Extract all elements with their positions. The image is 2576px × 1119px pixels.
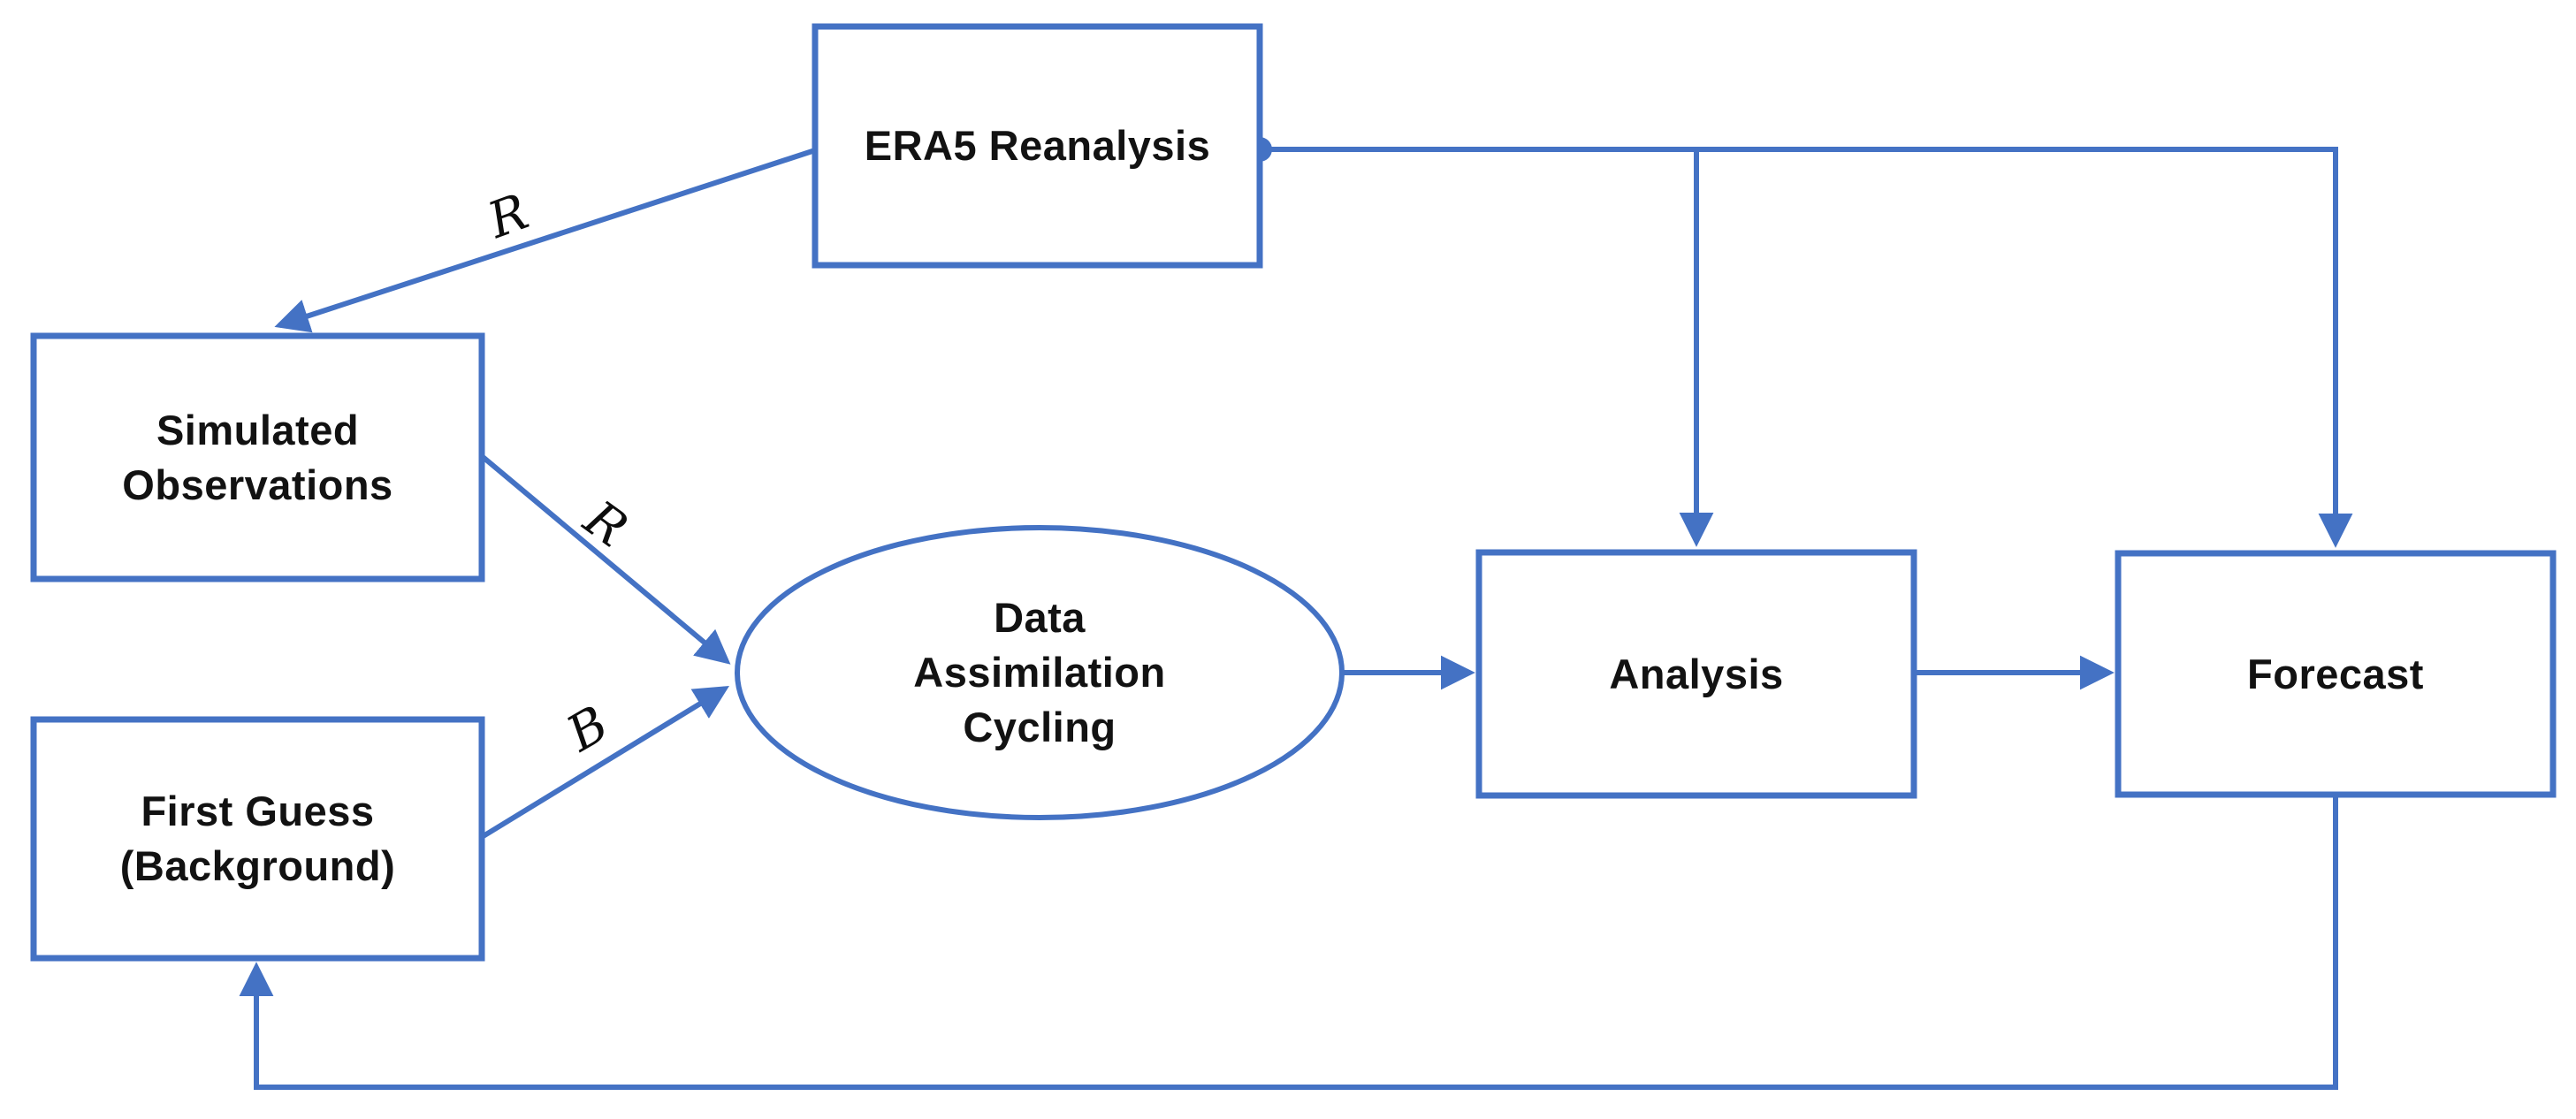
node-cycling-line1: Data	[994, 594, 1086, 641]
node-forecast-box	[2115, 550, 2557, 798]
edge-era5-to-simulated-observations	[274, 148, 816, 333]
edge-simulated-observations-to-cycling	[480, 453, 731, 665]
node-analysis-box	[1475, 549, 1917, 799]
node-era5-box	[812, 23, 1263, 269]
node-simulated-observations-box	[30, 332, 485, 582]
node-data-assimilation-cycling-label: Data Assimilation Cycling	[737, 528, 1342, 818]
node-simulated-observations-line1: Simulated	[156, 406, 360, 453]
node-cycling-line3: Cycling	[963, 704, 1117, 750]
node-first-guess-line2: (Background)	[119, 842, 396, 889]
node-first-guess-label: First Guess (Background)	[34, 719, 482, 958]
node-era5-text: ERA5 Reanalysis	[864, 122, 1211, 169]
edge-forecast-to-first-guess	[239, 795, 2338, 1090]
node-analysis-text: Analysis	[1609, 650, 1784, 697]
node-simulated-observations-line2: Observations	[122, 461, 393, 508]
node-data-assimilation-cycling-ellipse	[735, 525, 1345, 820]
node-simulated-observations-label: Simulated Observations	[34, 336, 482, 579]
node-first-guess-box	[30, 716, 485, 962]
edge-era5-to-forecast	[1260, 147, 2353, 548]
node-first-guess-line1: First Guess	[141, 788, 375, 834]
node-forecast-label: Forecast	[2118, 553, 2553, 795]
node-analysis-label: Analysis	[1479, 552, 1914, 795]
node-cycling-line2: Assimilation	[913, 649, 1166, 696]
node-era5-label: ERA5 Reanalysis	[815, 27, 1260, 265]
node-forecast-text: Forecast	[2247, 650, 2424, 697]
edge-first-guess-to-cycling	[480, 685, 729, 840]
